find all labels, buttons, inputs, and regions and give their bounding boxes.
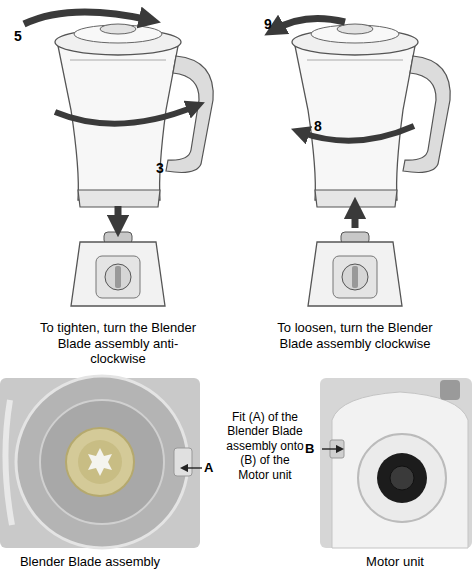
- fitting-note: Fit (A) of the Blender Blade assembly on…: [226, 410, 304, 482]
- direction-arrow: [115, 206, 122, 226]
- part-letter: B: [305, 441, 321, 457]
- motor-unit: [71, 232, 165, 306]
- photo-caption: Motor unit: [330, 554, 460, 570]
- instruction-caption: To tighten, turn the Blender Blade assem…: [36, 320, 200, 367]
- callout-number: 5: [14, 28, 34, 45]
- rotation-arrow: [55, 106, 196, 124]
- callout-number: 3: [156, 160, 176, 177]
- callout-number: 9: [264, 16, 284, 33]
- part-letter: A: [204, 460, 220, 476]
- blender-jug: [55, 24, 213, 207]
- instruction-caption: To loosen, turn the Blender Blade assemb…: [273, 320, 437, 351]
- motor-unit-photo: [320, 378, 472, 548]
- motor-unit: [308, 232, 402, 306]
- blade-assembly-photo: [0, 376, 200, 548]
- rotation-arrow: [24, 12, 150, 24]
- direction-arrow: [352, 208, 359, 228]
- rotation-arrow: [274, 18, 345, 30]
- callout-number: 8: [314, 118, 334, 135]
- leader-arrow: [184, 467, 202, 468]
- blender-jug: [292, 24, 450, 207]
- leader-arrow: [322, 448, 340, 449]
- photo-caption: Blender Blade assembly: [0, 554, 180, 570]
